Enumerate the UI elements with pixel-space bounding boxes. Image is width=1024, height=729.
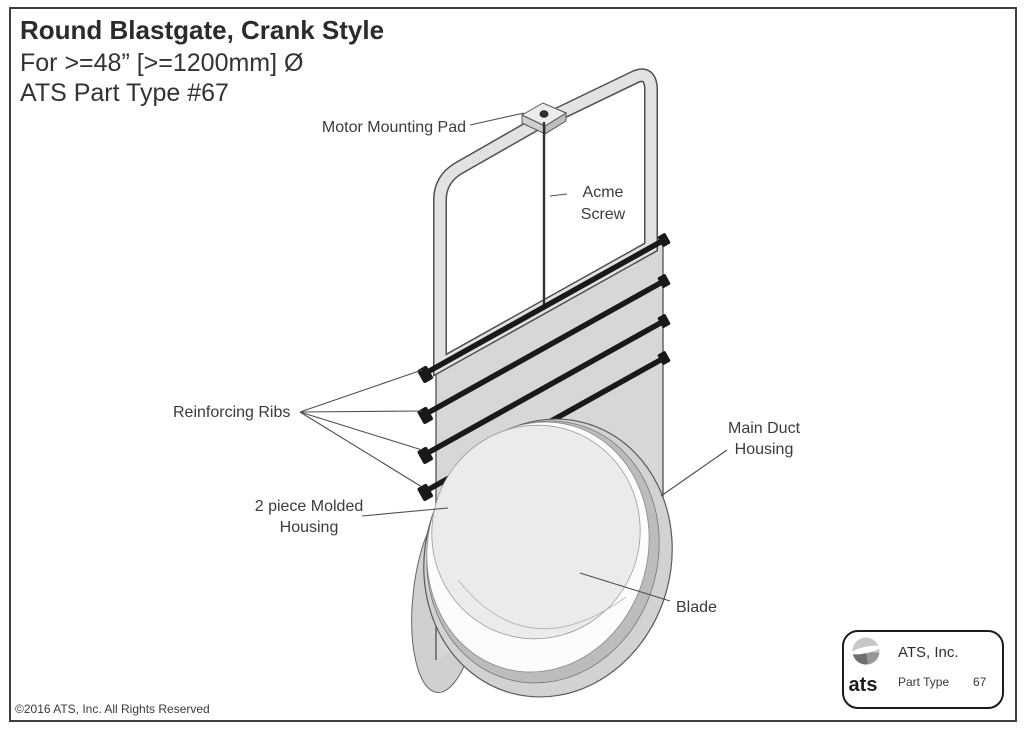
ats-logo-icon (851, 637, 881, 665)
leader-main-duct (660, 449, 728, 497)
logo-text: ats (849, 674, 878, 696)
reinforcing-rib (422, 278, 666, 418)
leader-rib-2 (299, 410, 423, 413)
label-molded-housing-line1: 2 piece Molded (255, 498, 364, 515)
motor-pad-screw-hole (539, 110, 549, 118)
rib-end-tab (657, 314, 671, 328)
title-block-part-value: 67 (973, 675, 987, 689)
rib-end-tab (417, 446, 433, 464)
blastgate-drawing (411, 68, 673, 698)
label-main-duct-line2: Housing (735, 441, 794, 458)
copyright-notice: ©2016 ATS, Inc. All Rights Reserved (15, 702, 210, 716)
part-type-line: ATS Part Type #67 (20, 79, 229, 107)
reinforcing-rib (422, 237, 666, 377)
leader-blade (579, 572, 671, 602)
size-spec-line: For >=48” [>=1200mm] Ø (20, 49, 303, 77)
reinforcing-rib (422, 318, 666, 458)
logo-globe-mid-wedge (866, 651, 880, 665)
rib-end-tab (417, 483, 433, 501)
leader-motor-pad (469, 112, 525, 126)
main-duct-assembly (423, 418, 673, 698)
page-title: Round Blastgate, Crank Style (20, 15, 384, 45)
blade-inner-curve (457, 579, 627, 630)
label-motor-mounting-pad: Motor Mounting Pad (322, 119, 466, 136)
leader-rib-1 (299, 369, 423, 413)
title-block-border (842, 630, 1004, 709)
callout-leaders (299, 112, 728, 602)
label-blade: Blade (676, 599, 717, 616)
label-reinforcing-ribs: Reinforcing Ribs (173, 404, 290, 421)
title-block: ats ATS, Inc. Part Type 67 (842, 630, 1004, 709)
leader-rib-3 (299, 411, 423, 451)
label-molded-housing-line2: Housing (280, 519, 339, 536)
blade-disc (431, 424, 641, 640)
leader-acme-screw (549, 193, 568, 197)
leader-rib-4 (299, 411, 423, 488)
rib-end-tab (657, 274, 671, 288)
leader-molded-housing (361, 507, 449, 517)
label-main-duct-line1: Main Duct (728, 420, 801, 437)
logo-globe-swoosh (851, 645, 881, 655)
label-acme-screw-line2: Screw (581, 206, 626, 223)
rib-end-tab (657, 233, 671, 247)
callout-labels: Motor Mounting Pad Acme Screw Reinforcin… (173, 119, 801, 616)
label-acme-screw-line1: Acme (583, 184, 624, 201)
title-block-company: ATS, Inc. (898, 644, 959, 661)
rib-end-tab (657, 351, 671, 365)
title-block-part-label: Part Type (898, 675, 949, 689)
